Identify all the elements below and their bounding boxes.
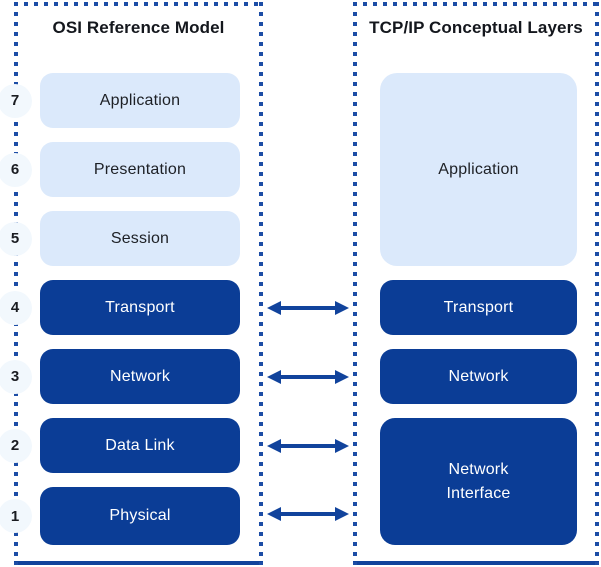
osi-layer-transport: Transport xyxy=(40,280,240,335)
tcpip-layer-network-interface-label: Network Interface xyxy=(446,460,511,502)
osi-layer-physical: Physical xyxy=(40,487,240,545)
tcpip-layer-transport: Transport xyxy=(380,280,577,335)
osi-layer-row-5: 5 Session xyxy=(0,211,263,266)
osi-layer-number-badge-7: 7 xyxy=(0,83,32,118)
osi-layer-row-4: 4 Transport xyxy=(0,280,263,335)
tcpip-layer-network-interface: Network Interface xyxy=(380,418,577,545)
osi-layer-session: Session xyxy=(40,211,240,266)
physical-mapping-arrow-icon xyxy=(267,504,349,524)
osi-layer-number-badge-1: 1 xyxy=(0,499,32,533)
osi-layer-data-link: Data Link xyxy=(40,418,240,473)
osi-panel: OSI Reference Model 7 Application 6 Pres… xyxy=(0,2,263,565)
tcpip-layer-network: Network xyxy=(380,349,577,404)
transport-mapping-arrow-icon xyxy=(267,298,349,318)
tcpip-layer-application: Application xyxy=(380,73,577,266)
osi-layer-row-3: 3 Network xyxy=(0,349,263,404)
osi-panel-title: OSI Reference Model xyxy=(52,18,225,37)
osi-layer-presentation: Presentation xyxy=(40,142,240,197)
osi-layer-number-badge-4: 4 xyxy=(0,290,32,325)
osi-layer-row-2: 2 Data Link xyxy=(0,418,263,473)
osi-layer-application: Application xyxy=(40,73,240,128)
osi-layer-row-7: 7 Application xyxy=(0,73,263,128)
data-link-mapping-arrow-icon xyxy=(267,436,349,456)
osi-layer-number-badge-5: 5 xyxy=(0,221,32,256)
osi-layer-row-6: 6 Presentation xyxy=(0,142,263,197)
osi-layer-number-badge-2: 2 xyxy=(0,428,32,463)
osi-layer-row-1: 1 Physical xyxy=(0,487,263,545)
tcpip-panel: TCP/IP Conceptual Layers Application Tra… xyxy=(353,2,599,565)
osi-layer-number-badge-6: 6 xyxy=(0,152,32,187)
osi-layer-number-badge-3: 3 xyxy=(0,359,32,394)
network-mapping-arrow-icon xyxy=(267,367,349,387)
osi-layer-network: Network xyxy=(40,349,240,404)
tcpip-panel-title: TCP/IP Conceptual Layers xyxy=(369,18,583,37)
